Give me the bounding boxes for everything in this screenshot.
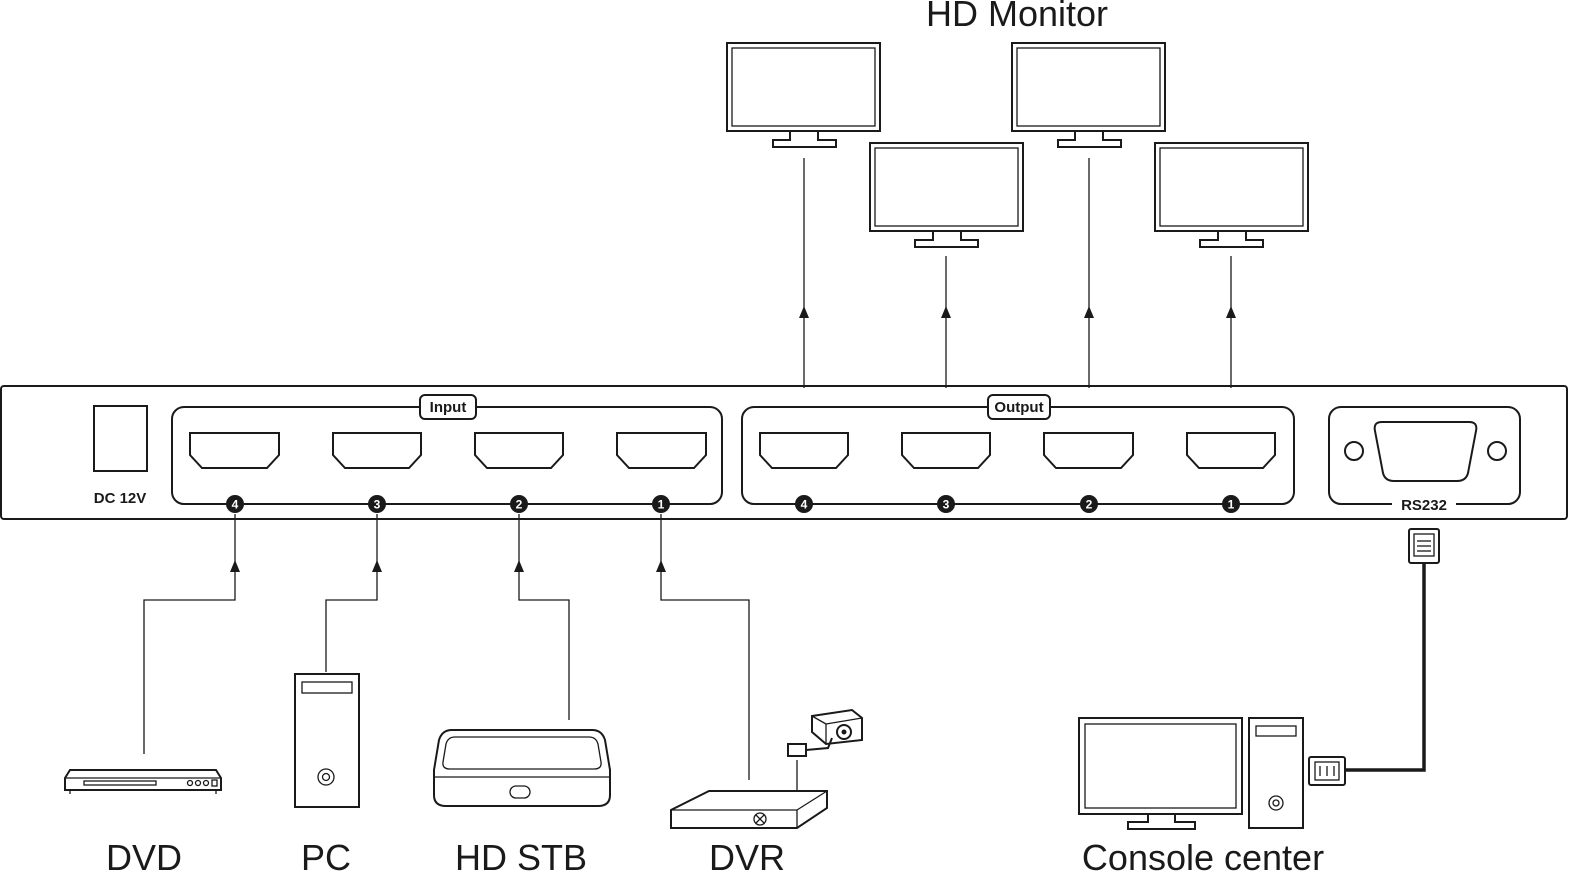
- input-connections: [143, 514, 750, 780]
- output-port-number: 1: [1228, 498, 1235, 512]
- output-connections: [799, 158, 1236, 388]
- input-hdmi-ports: [189, 432, 707, 469]
- hd-monitor-4: [1154, 142, 1309, 248]
- input-label: Input: [430, 399, 467, 416]
- pc-tower-icon: [294, 673, 360, 808]
- input-port-number: 2: [516, 498, 523, 512]
- rs232-screw-right: [1487, 441, 1507, 461]
- output-group: [741, 406, 1295, 505]
- rs232-connector-top-icon: [1408, 528, 1440, 564]
- rs232-label-bg: [1392, 495, 1456, 513]
- hd-monitor-2: [869, 142, 1024, 248]
- input-group: [171, 406, 723, 505]
- rs232-label: RS232: [1401, 497, 1447, 514]
- security-camera-icon: [787, 708, 863, 791]
- dvr-label: DVR: [709, 837, 785, 878]
- input-label-box: [419, 394, 477, 420]
- rs232-screw-left: [1344, 441, 1364, 461]
- output-hdmi-ports: [759, 432, 1276, 469]
- dvd-label: DVD: [106, 837, 182, 878]
- power-label: DC 12V: [94, 490, 147, 507]
- hd-monitor-3: [1011, 42, 1166, 148]
- hd-stb-label: HD STB: [455, 837, 587, 878]
- rs232-db9-port: [1373, 421, 1478, 482]
- input-port-badges: 4 3 2 1: [226, 495, 670, 513]
- output-port-number: 3: [943, 498, 950, 512]
- dvd-player-icon: [64, 769, 222, 794]
- input-port-number: 1: [658, 498, 665, 512]
- output-port-number: 4: [801, 498, 808, 512]
- output-label-box: [987, 394, 1051, 420]
- output-port-badges: 4 3 2 1: [795, 495, 1240, 513]
- matrix-switch-panel: [0, 385, 1568, 520]
- output-label: Output: [994, 399, 1043, 416]
- hd-monitor-title: HD Monitor: [926, 0, 1108, 34]
- output-port-number: 2: [1086, 498, 1093, 512]
- input-port-number: 4: [232, 498, 239, 512]
- rs232-connector-side-icon: [1308, 756, 1346, 786]
- console-monitor-icon: [1078, 717, 1243, 830]
- rs232-cable: [1345, 563, 1426, 772]
- console-center-label: Console center: [1082, 837, 1324, 878]
- hd-stb-icon: [433, 729, 611, 807]
- pc-label: PC: [301, 837, 351, 878]
- power-socket: [93, 405, 148, 472]
- input-port-number: 3: [374, 498, 381, 512]
- console-tower-icon: [1248, 717, 1304, 829]
- dvr-icon: [670, 790, 828, 829]
- hd-monitor-1: [726, 42, 881, 148]
